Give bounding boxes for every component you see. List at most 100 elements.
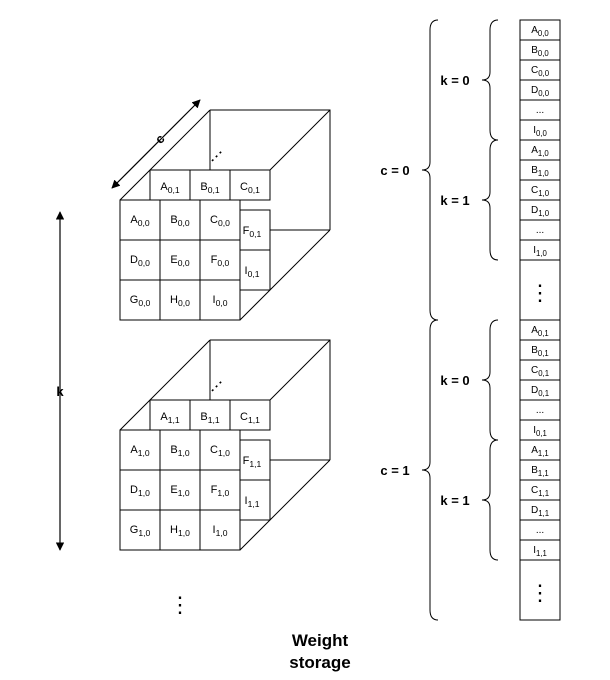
storage-column: A0,0B0,0C0,0D0,0... I0,0 k = 0 A1,0B1,0C1,0… <box>380 19 561 621</box>
k-group-label: k = 0 <box>440 373 469 388</box>
front-cell-label: C0,0 <box>210 214 230 228</box>
back-side-cell <box>239 249 271 291</box>
storage-cell-label: D0,0 <box>531 85 550 98</box>
storage-cell-label: ... <box>536 225 544 236</box>
front-cell <box>199 199 241 241</box>
front-cell-label: D1,0 <box>130 484 150 498</box>
back-top-label: A0,1 <box>160 181 179 195</box>
caption-line-1: Weight <box>292 631 349 650</box>
cube-depth-ellipsis: ⋮ <box>205 145 228 168</box>
front-cell-label: H1,0 <box>170 524 190 538</box>
back-side-label: I0,1 <box>245 265 260 279</box>
storage-cell-label: I1,1 <box>533 545 547 558</box>
front-cell <box>159 279 201 321</box>
filter-cube-0: A0,1 B0,1 C0,1F0,1I0,1 A0,0 B0,0 C0,0D0,0 E0,0… <box>119 109 331 321</box>
storage-cell-label: C0,0 <box>531 65 550 78</box>
k-group-label: k = 1 <box>440 193 469 208</box>
back-top-label: B0,1 <box>200 181 219 195</box>
back-side-cell <box>239 479 271 521</box>
back-top-cell <box>149 399 191 431</box>
k-brace <box>481 319 499 441</box>
storage-cell-label: D1,0 <box>531 205 550 218</box>
storage-cell-label: B0,0 <box>531 45 549 58</box>
c-axis-arrow <box>111 99 201 189</box>
front-cell <box>119 239 161 281</box>
storage-cell-label: A1,1 <box>531 445 549 458</box>
k-brace <box>481 439 499 561</box>
front-cell-label: H0,0 <box>170 294 190 308</box>
front-cell-label: C1,0 <box>210 444 230 458</box>
c-group-label: c = 1 <box>380 463 409 478</box>
c-brace <box>421 19 439 321</box>
storage-cell-label: B0,1 <box>531 345 549 358</box>
storage-cell-label: C0,1 <box>531 365 549 378</box>
storage-tail-ellipsis: ⋮ <box>529 280 551 305</box>
front-cell <box>199 239 241 281</box>
storage-cell-label: C1,1 <box>531 485 549 498</box>
storage-cell-label: I0,0 <box>533 125 547 138</box>
front-cell <box>199 429 241 471</box>
storage-cell-label: B1,0 <box>531 165 549 178</box>
front-cell-label: B1,0 <box>170 444 189 458</box>
k-group-label: k = 0 <box>440 73 469 88</box>
front-cell-label: G1,0 <box>130 524 151 538</box>
storage-cell-label: ... <box>536 525 544 536</box>
back-top-cell <box>149 169 191 201</box>
back-top-cell <box>229 399 271 431</box>
back-top-label: A1,1 <box>160 411 179 425</box>
back-side-label: F0,1 <box>243 225 262 239</box>
front-cell <box>199 469 241 511</box>
k-group-label: k = 1 <box>440 493 469 508</box>
storage-cell-label: A0,1 <box>531 325 549 338</box>
k-brace <box>481 139 499 261</box>
front-cell <box>159 509 201 551</box>
storage-cell-label: ... <box>536 405 544 416</box>
filter-ellipsis: ⋮ <box>169 592 191 617</box>
front-cell-label: I1,0 <box>213 524 228 538</box>
front-cell <box>119 279 161 321</box>
front-cell-label: I0,0 <box>213 294 228 308</box>
back-top-cell <box>189 399 231 431</box>
k-axis-label: k <box>56 384 64 399</box>
storage-cell-label: A0,0 <box>531 25 549 38</box>
front-cell <box>199 509 241 551</box>
back-top-label: C0,1 <box>240 181 260 195</box>
back-side-label: F1,1 <box>243 455 262 469</box>
front-cell-label: B0,0 <box>170 214 189 228</box>
storage-group-c1: A0,1B0,1C0,1D0,1... I0,1 k = 0 A1,1B1,1C1,1… <box>380 319 561 621</box>
front-cell-label: E1,0 <box>170 484 189 498</box>
k-brace <box>481 19 499 141</box>
front-cell <box>159 239 201 281</box>
storage-group-c0: A0,0B0,0C0,0D0,0... I0,0 k = 0 A1,0B1,0C1,0… <box>380 19 561 321</box>
storage-cell-label: D0,1 <box>531 385 549 398</box>
front-cell <box>119 509 161 551</box>
back-top-cell <box>229 169 271 201</box>
back-top-label: B1,1 <box>200 411 219 425</box>
front-cell <box>199 279 241 321</box>
cube-depth-ellipsis: ⋮ <box>205 375 228 398</box>
storage-cell-label: I0,1 <box>533 425 547 438</box>
c-group-label: c = 0 <box>380 163 409 178</box>
storage-cell-label: C1,0 <box>531 185 550 198</box>
front-cell-label: F0,0 <box>211 254 230 268</box>
front-cell-label: D0,0 <box>130 254 150 268</box>
front-cell-label: E0,0 <box>170 254 189 268</box>
filter-cubes: A0,1 B0,1 C0,1F0,1I0,1 A0,0 B0,0 C0,0D0,0 E0,0… <box>119 109 331 551</box>
storage-cell-label: A1,0 <box>531 145 549 158</box>
cube-depth-edges <box>119 109 331 321</box>
storage-tail-ellipsis: ⋮ <box>529 580 551 605</box>
storage-cell-label: D1,1 <box>531 505 549 518</box>
storage-cell-label: I1,0 <box>533 245 547 258</box>
cube-depth-edges <box>119 339 331 551</box>
front-cell-label: F1,0 <box>211 484 230 498</box>
c-axis-label: c <box>152 131 168 147</box>
storage-cell-label: ... <box>536 105 544 116</box>
caption-line-2: storage <box>289 653 350 672</box>
front-cell <box>119 469 161 511</box>
front-cell-label: A1,0 <box>130 444 149 458</box>
storage-cell-label: B1,1 <box>531 465 549 478</box>
front-cell-label: A0,0 <box>130 214 149 228</box>
storage-tail-cell <box>519 559 561 621</box>
front-cell <box>159 469 201 511</box>
